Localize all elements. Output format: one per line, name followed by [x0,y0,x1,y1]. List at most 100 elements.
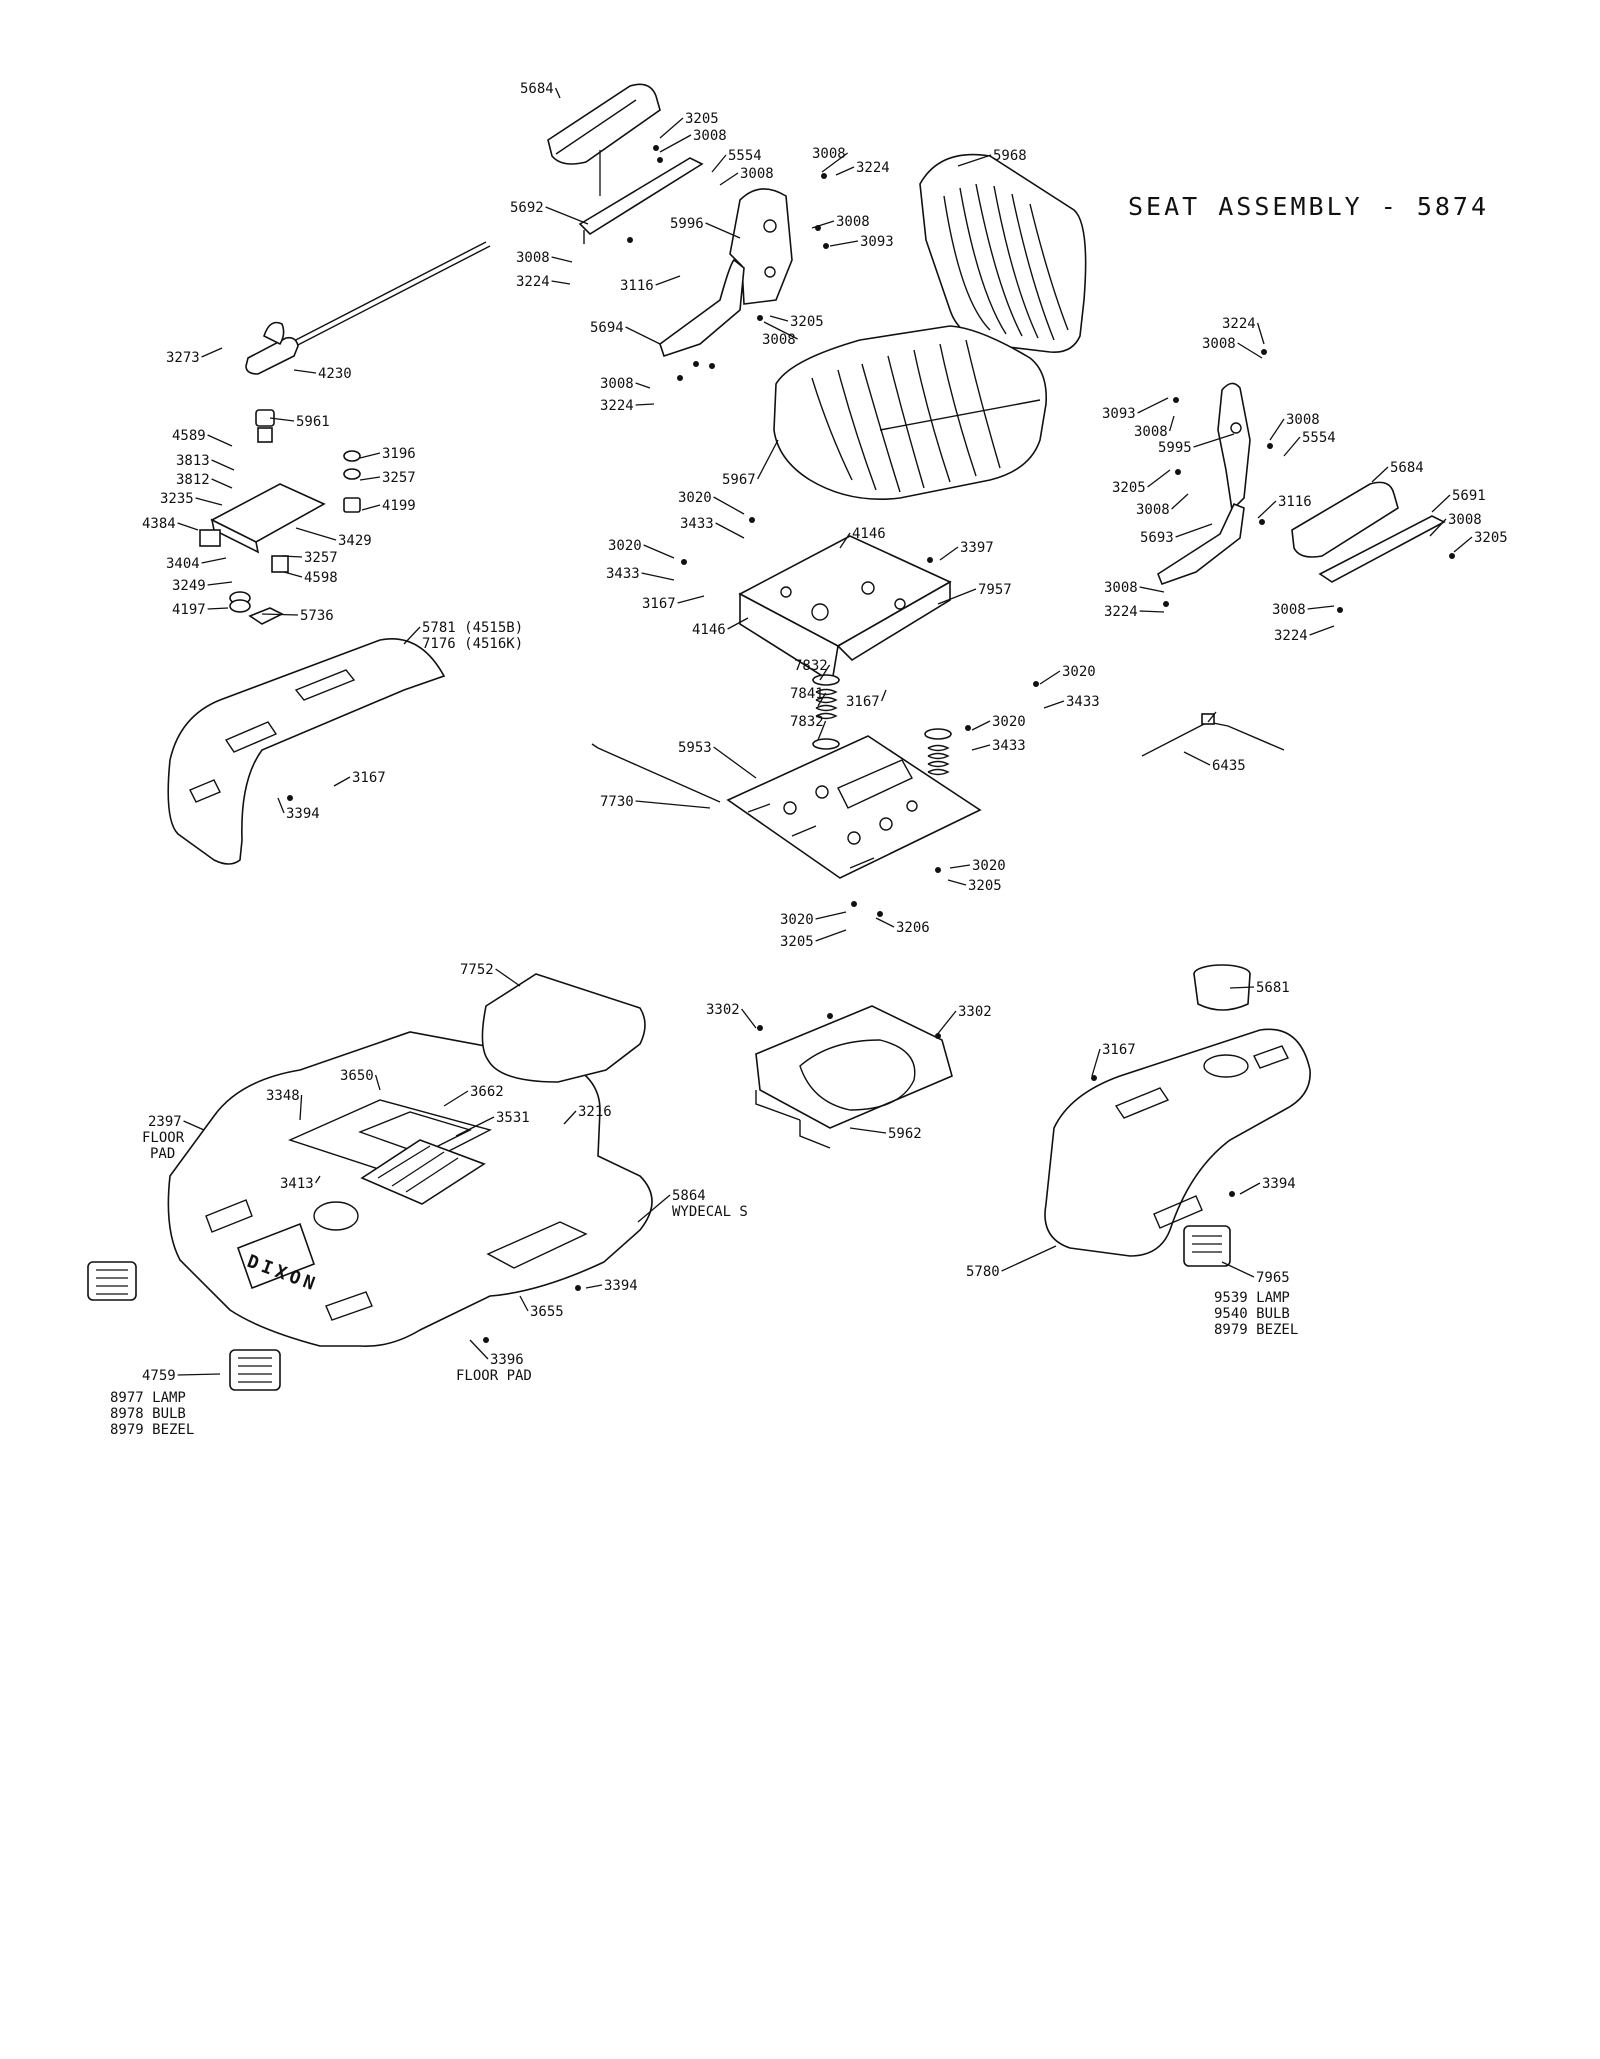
callout-leader-line [947,879,967,886]
callout-leader-line [711,154,727,173]
part-number-label: 7957 [978,582,1012,598]
slide-rod [591,743,721,803]
callout-leader-line [1283,436,1301,457]
right-seat-bracket [1217,382,1251,512]
part-number-label: 3249 [172,578,206,594]
callout-leader-line [643,544,675,559]
part-number-label: 5684 [520,81,554,97]
part-number-label: 3404 [166,556,200,572]
callout-leader-line [469,1339,489,1360]
callout-leader-line [211,478,233,489]
part-number-label: 5953 [678,740,712,756]
part-number-label: 5684 [1390,460,1424,476]
part-number-label: 3205 [968,878,1002,894]
part-number-label: 3008 [1202,336,1236,352]
callout-leader-line [727,617,749,630]
part-number-label: 3813 [176,453,210,469]
callout-leader-line [655,275,681,286]
callout-leader-line [1139,586,1165,593]
callout-leader-line [183,1120,205,1131]
part-number-label: 4146 [692,622,726,638]
part-number-label: 3812 [176,472,210,488]
part-number-label: 3224 [600,398,634,414]
left-seat-bracket [729,188,793,305]
part-number-label: 9540 BULB [1214,1306,1290,1322]
callout-leader-line [195,497,223,506]
callout-leader-line [207,581,233,586]
part-number-label: 5692 [510,200,544,216]
spring-mount-left [812,674,840,750]
right-fender-cover [1044,1028,1311,1257]
part-number-label: 3020 [780,912,814,928]
callout-leader-line [1309,625,1335,636]
callout-leader-line [295,527,337,541]
callout-leader-line [1239,1182,1261,1195]
part-number-label: 3257 [304,550,338,566]
part-number-label: 4230 [318,366,352,382]
right-lower-bracket [1157,502,1245,586]
part-number-label: 3396 [490,1352,524,1368]
hardware-fasteners [287,145,1455,1343]
part-number-label: 3397 [960,540,994,556]
callout-leader-line [585,1284,603,1289]
callout-leader-line [1091,1048,1101,1077]
part-number-label: 3205 [685,111,719,127]
callout-leader-line [757,439,779,480]
part-number-label: 3116 [620,278,654,294]
part-number-label: 7752 [460,962,494,978]
rear-lamp-right [1183,1225,1231,1267]
seat-pan [738,535,952,684]
part-number-label: 3413 [280,1176,314,1192]
part-number-label: 5967 [722,472,756,488]
part-number-label: 2397 [148,1114,182,1130]
part-number-label: 4384 [142,516,176,532]
callout-leader-line [1171,493,1189,510]
callout-leader-line [261,613,299,616]
part-number-label: 3235 [160,491,194,507]
part-number-label: 4759 [142,1368,176,1384]
part-number-label: 3116 [1278,494,1312,510]
part-number-label: 5693 [1140,530,1174,546]
callout-leader-line [443,1090,469,1107]
part-number-label: 4146 [852,526,886,542]
callout-leader-line [821,152,848,173]
callout-leader-line [937,588,977,605]
callout-leader-line [1237,342,1263,359]
part-number-label: 5554 [728,148,762,164]
part-number-label: 3205 [790,314,824,330]
part-number-label: 5736 [300,608,334,624]
part-number-label: 3167 [846,694,880,710]
callout-leader-line [361,504,381,511]
callout-leader-line [835,166,855,176]
callout-leader-line [374,1074,381,1091]
callout-leader-line [1257,500,1277,519]
part-number-label: 3205 [780,934,814,950]
part-number-label: 3662 [470,1084,504,1100]
callout-leader-line [769,315,789,322]
seat-back-cushion [919,153,1087,353]
part-number-label: 3205 [1474,530,1508,546]
callout-leader-line [403,626,421,645]
callout-leader-line [641,572,675,581]
part-number-label: 3020 [972,858,1006,874]
part-number-label: 5961 [296,414,330,430]
front-lamp-right [229,1349,281,1391]
callout-leader-line [839,532,851,549]
callout-leader-line [269,417,295,422]
part-number-label: 3020 [1062,664,1096,680]
seat-switch-harness [1141,711,1285,757]
callout-leader-line [1193,433,1235,448]
part-number-label: 3257 [382,470,416,486]
callout-leader-line [315,1175,321,1184]
part-number-label: 3394 [1262,1176,1296,1192]
callout-leader-line [277,797,285,814]
callout-leader-line [635,800,711,809]
part-number-label: 4199 [382,498,416,514]
callout-leader-line [1147,469,1171,488]
callout-leader-line [713,496,745,515]
left-arm-rail [578,157,704,244]
callout-leader-line [971,744,991,751]
foot-pedal-pad [481,973,646,1083]
callout-leader-line [1168,415,1175,432]
